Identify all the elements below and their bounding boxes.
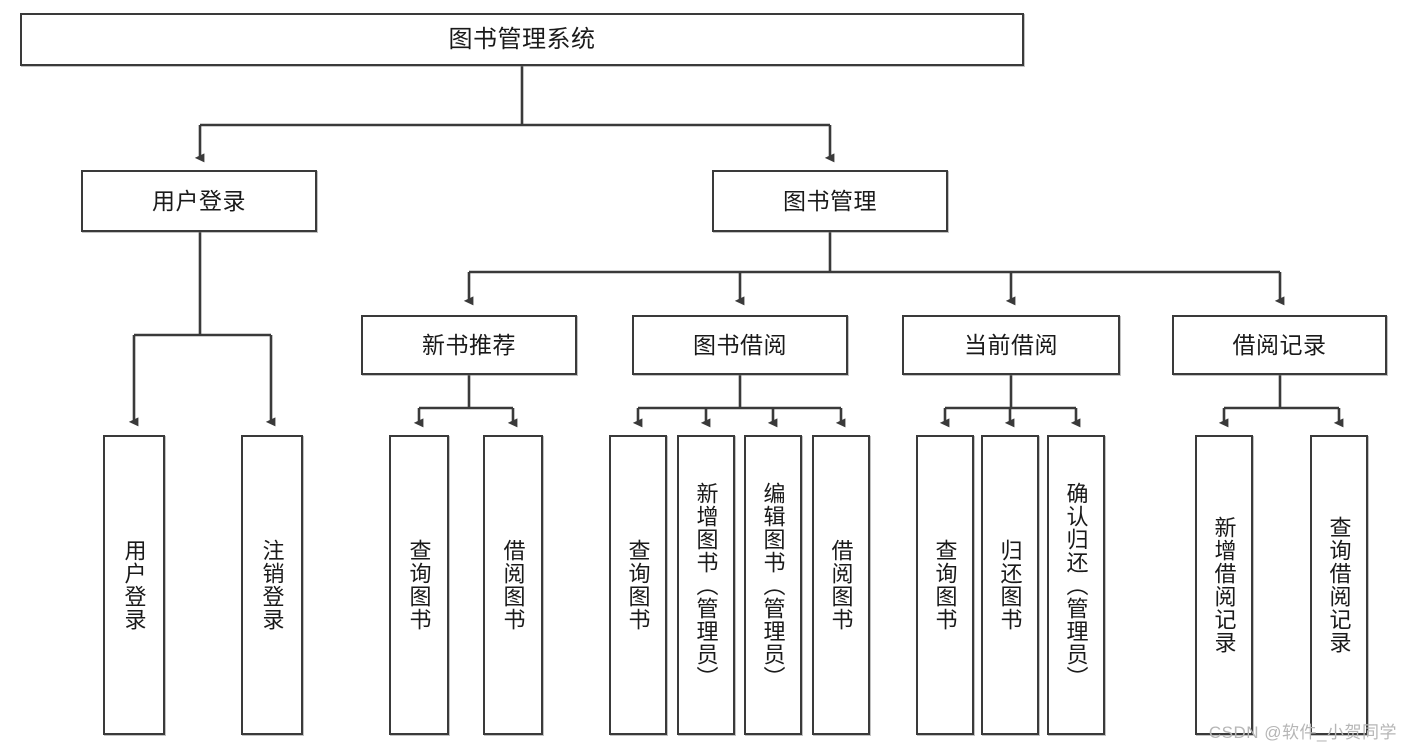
node-leaf-confirm-return[interactable]: 确认归还（管理员） [1047, 435, 1105, 735]
node-leaf-logout-login[interactable]: 注销登录 [241, 435, 303, 735]
node-new-book-recommend[interactable]: 新书推荐 [361, 315, 577, 375]
node-leaf-query-book-2-label: 查询图书 [625, 539, 651, 631]
node-leaf-query-record-label: 查询借阅记录 [1326, 516, 1352, 654]
node-leaf-add-book[interactable]: 新增图书（管理员） [677, 435, 735, 735]
node-leaf-edit-book[interactable]: 编辑图书（管理员） [744, 435, 802, 735]
node-book-manage-label: 图书管理 [783, 187, 877, 214]
node-leaf-query-book-2[interactable]: 查询图书 [609, 435, 667, 735]
node-leaf-query-book-3-label: 查询图书 [932, 539, 958, 631]
node-leaf-borrow-book-1-label: 借阅图书 [500, 539, 526, 631]
node-leaf-logout-login-label: 注销登录 [259, 539, 285, 631]
node-leaf-add-record[interactable]: 新增借阅记录 [1195, 435, 1253, 735]
node-user-login-label: 用户登录 [152, 187, 246, 214]
node-book-borrow-label: 图书借阅 [693, 331, 787, 358]
node-leaf-borrow-book-1[interactable]: 借阅图书 [483, 435, 543, 735]
node-leaf-query-record[interactable]: 查询借阅记录 [1310, 435, 1368, 735]
node-current-borrow-label: 当前借阅 [964, 331, 1058, 358]
node-leaf-query-book-1[interactable]: 查询图书 [389, 435, 449, 735]
node-leaf-add-record-label: 新增借阅记录 [1211, 516, 1237, 654]
node-leaf-edit-book-label: 编辑图书（管理员） [760, 481, 786, 689]
node-leaf-borrow-book-2-label: 借阅图书 [828, 539, 854, 631]
node-root[interactable]: 图书管理系统 [20, 13, 1024, 66]
node-leaf-user-login[interactable]: 用户登录 [103, 435, 165, 735]
node-book-borrow[interactable]: 图书借阅 [632, 315, 848, 375]
node-leaf-query-book-1-label: 查询图书 [406, 539, 432, 631]
node-root-label: 图书管理系统 [448, 25, 596, 53]
node-leaf-add-book-label: 新增图书（管理员） [693, 481, 719, 689]
node-leaf-return-book-label: 归还图书 [997, 539, 1023, 631]
node-borrow-record-label: 借阅记录 [1232, 331, 1327, 358]
node-current-borrow[interactable]: 当前借阅 [902, 315, 1120, 375]
watermark-text: CSDN @软件_小贺同学 [1208, 723, 1397, 742]
node-book-manage[interactable]: 图书管理 [712, 170, 948, 232]
node-user-login[interactable]: 用户登录 [81, 170, 317, 232]
node-leaf-query-book-3[interactable]: 查询图书 [916, 435, 974, 735]
node-leaf-borrow-book-2[interactable]: 借阅图书 [812, 435, 870, 735]
node-leaf-return-book[interactable]: 归还图书 [981, 435, 1039, 735]
node-new-book-recommend-label: 新书推荐 [422, 331, 516, 358]
node-leaf-confirm-return-label: 确认归还（管理员） [1063, 481, 1089, 689]
node-borrow-record[interactable]: 借阅记录 [1172, 315, 1387, 375]
node-leaf-user-login-label: 用户登录 [121, 539, 147, 631]
